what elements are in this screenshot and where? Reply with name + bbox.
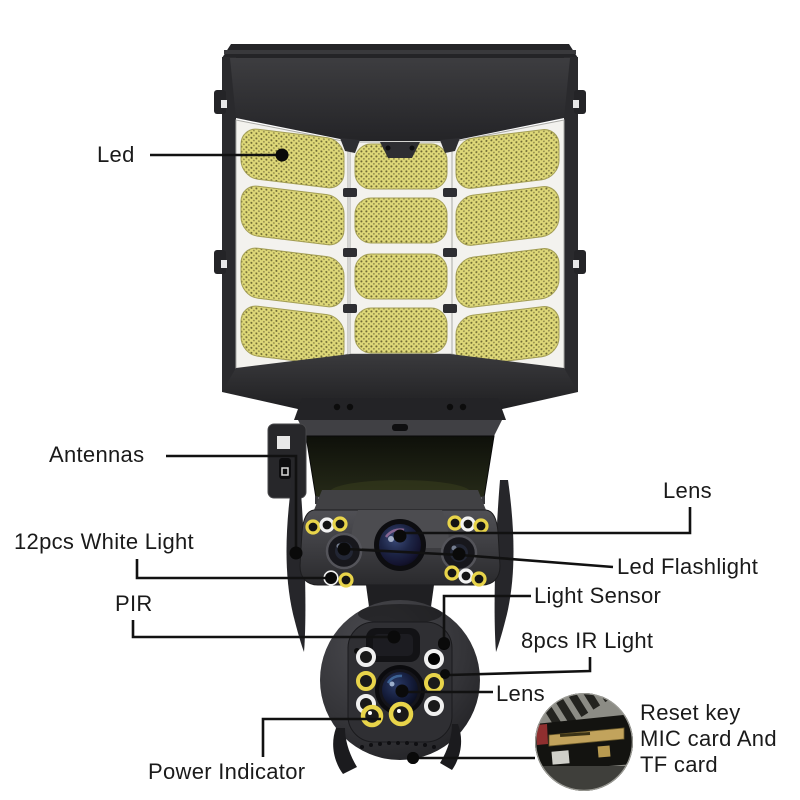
label-power-indicator: Power Indicator — [148, 759, 306, 784]
label-ir-light: 8pcs IR Light — [521, 628, 654, 653]
label-antennas: Antennas — [49, 442, 145, 467]
lens-top-leader-line — [403, 507, 692, 535]
label-lens-bottom: Lens — [496, 681, 545, 706]
label-lens-top: Lens — [663, 478, 712, 503]
power-indicator-led — [360, 704, 384, 728]
label-reset-mic-tf: Reset key MIC card And TF card — [640, 700, 777, 778]
leader-lines — [131, 153, 692, 760]
brand-plate — [392, 424, 408, 431]
head-hood — [230, 58, 570, 141]
leader-dots — [275, 148, 466, 764]
antennas-leader-line — [166, 454, 298, 550]
white-light-leader-line — [135, 559, 330, 580]
led-modules-left — [240, 128, 345, 366]
label-light-sensor: Light Sensor — [534, 583, 662, 608]
light-sensor-leader-line — [442, 594, 531, 640]
speaker-grille — [360, 741, 436, 749]
label-reset-line3: TF card — [640, 752, 718, 777]
upper-small-leds — [305, 515, 489, 588]
label-pir: PIR — [115, 591, 153, 616]
label-reset-line2: MIC card And — [640, 726, 777, 751]
led-modules-right — [455, 129, 560, 366]
pir-leader-line — [131, 620, 392, 639]
panel-seam-brackets — [340, 138, 460, 313]
label-led: Led — [97, 142, 135, 167]
ball-leds — [356, 647, 444, 728]
card-slot-inset-photo — [535, 693, 633, 791]
label-led-flashlight: Led Flashlight — [617, 554, 759, 579]
antennas — [286, 480, 514, 652]
led-modules-center — [354, 143, 448, 354]
label-reset-line1: Reset key — [640, 700, 741, 725]
camera-ball — [320, 585, 480, 774]
label-white-light: 12pcs White Light — [14, 529, 194, 554]
ir-light-leader-line — [448, 657, 592, 677]
power-indicator-leader-line — [261, 717, 381, 757]
mount-clips — [214, 90, 586, 274]
upper-main-lens — [374, 519, 426, 571]
street-light-head — [214, 44, 586, 420]
led-panel — [235, 119, 565, 391]
